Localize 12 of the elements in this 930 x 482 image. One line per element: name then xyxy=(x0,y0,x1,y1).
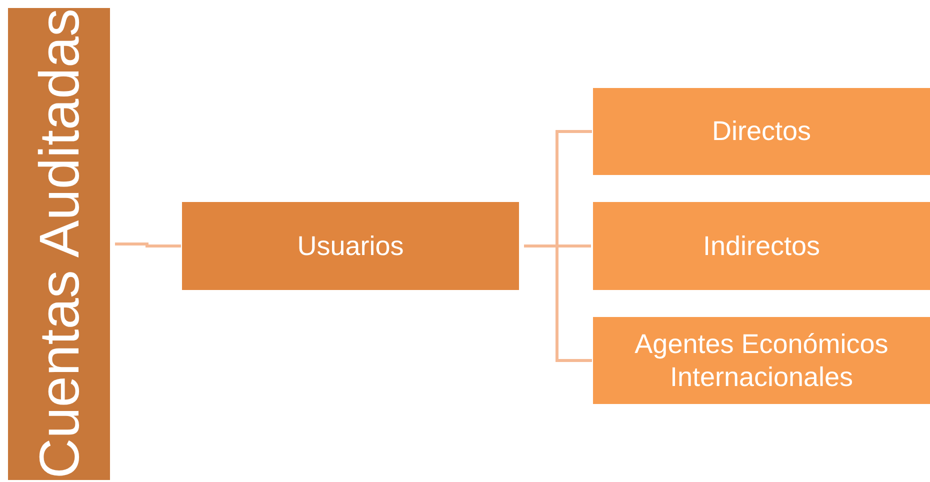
connector-line xyxy=(524,244,592,362)
box-label: Indirectos xyxy=(702,230,820,262)
box xyxy=(593,202,930,290)
box xyxy=(593,88,930,175)
box-label: Directos xyxy=(712,115,812,148)
box-label: Cuentas Auditadas xyxy=(26,8,92,480)
box xyxy=(8,8,110,480)
connector-line xyxy=(115,242,181,248)
box-label: Usuarios xyxy=(297,230,404,262)
box xyxy=(593,317,930,404)
box-label: Agentes Económicos Internacionales xyxy=(634,328,890,393)
box xyxy=(182,202,519,290)
